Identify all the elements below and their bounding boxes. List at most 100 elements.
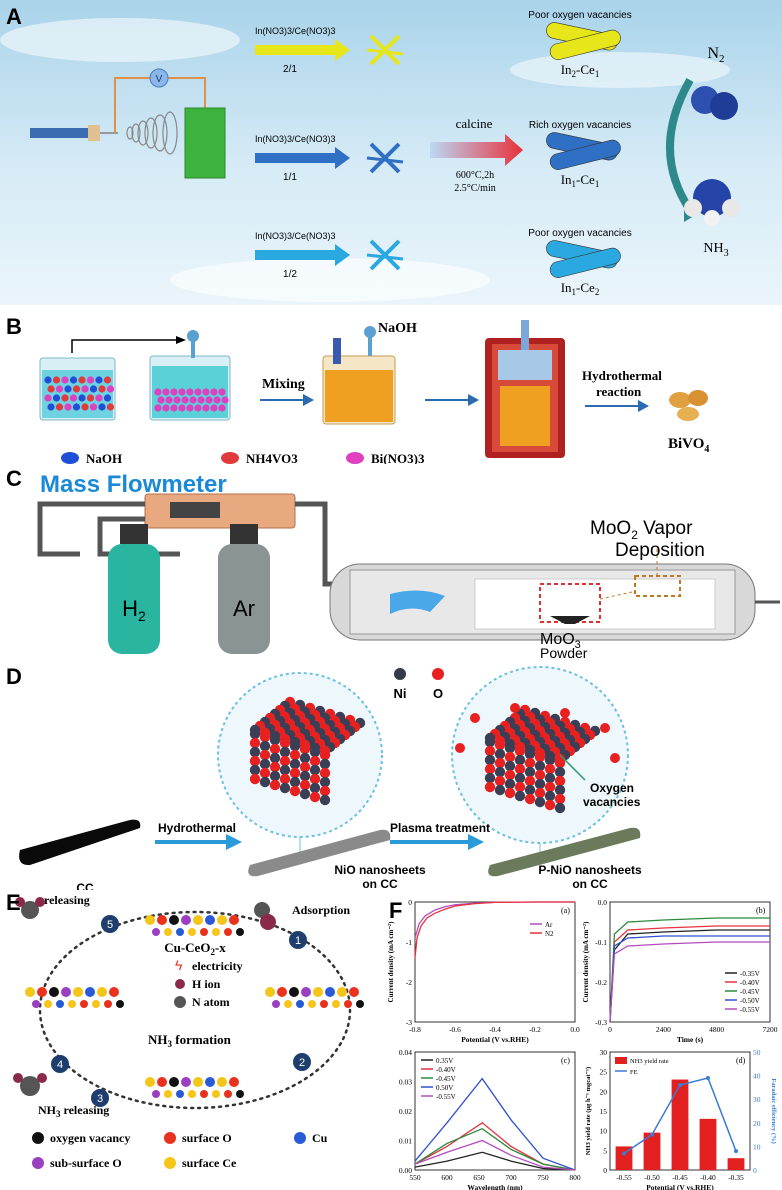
step-badge <box>101 915 119 933</box>
lattice-atom <box>534 751 546 763</box>
oxygen-vacancies-label-1: Oxygen <box>590 781 634 795</box>
subplot-tag: (c) <box>561 1056 570 1065</box>
panel-b: Mixing NaOH Hydrothermal reaction BiV <box>0 308 782 464</box>
ion-dot <box>44 376 52 384</box>
moo3-label: MoO3 <box>540 631 581 651</box>
ion-dot <box>170 404 178 412</box>
lattice-atom <box>494 784 506 796</box>
lattice-atom <box>544 790 556 802</box>
lattice-atom <box>504 769 516 781</box>
legend-label: Ar <box>545 921 553 929</box>
bar <box>671 1079 689 1170</box>
lattice-atom <box>205 1077 215 1087</box>
panel-label-e: E <box>6 892 21 915</box>
oxygen-vacancy-title: Poor oxygen vacancies <box>528 228 631 239</box>
nh3-releasing-label: NH3 releasing <box>38 1103 109 1119</box>
y-tick-label: 15 <box>600 1107 608 1116</box>
x-tick-label: 2400 <box>656 1025 671 1034</box>
series-line <box>414 1151 576 1171</box>
fe-point <box>678 1083 682 1087</box>
voltage-source-icon <box>149 68 169 88</box>
lattice-atom <box>524 757 536 769</box>
cc-label: CC <box>76 881 94 890</box>
legend-label: oxygen vacancy <box>50 1131 130 1145</box>
ion-dot <box>173 396 181 404</box>
x-axis-label: Potential (V vs.RHE) <box>646 1183 714 1190</box>
ion-dot <box>218 388 226 396</box>
ar-cylinder-icon <box>218 524 270 654</box>
lattice-atom <box>181 1077 191 1087</box>
lattice-atom <box>259 776 271 788</box>
lattice-atom <box>97 987 107 997</box>
ion-dot <box>218 404 226 412</box>
legend-label: NH3 yield rate <box>630 1058 669 1065</box>
lattice-atom <box>249 773 261 785</box>
lattice-atom <box>349 987 359 997</box>
plot-frame <box>609 901 771 1023</box>
ion-dot <box>47 385 55 393</box>
ion-dot <box>72 385 81 393</box>
legend-marker <box>164 1157 176 1169</box>
collector-plate <box>184 107 226 179</box>
pnio-label-1: P-NiO nanosheets <box>538 863 642 877</box>
lattice-atom <box>524 775 536 787</box>
panel-e-figure: Cu-CeO2-x ϟ electricity H ion N atom NH3… <box>13 893 364 1170</box>
lattice-atom <box>200 1090 208 1098</box>
x-tick-label: 650 <box>473 1173 485 1182</box>
surface-lattices <box>25 915 364 1098</box>
lattice-atom <box>504 787 516 799</box>
lattice-atom <box>494 739 506 751</box>
ion-dot <box>69 394 78 402</box>
ion-dot <box>78 394 86 402</box>
y-tick-label: -0.3 <box>595 1018 607 1027</box>
lattice-atom <box>319 776 331 788</box>
lattice-atom <box>554 802 566 814</box>
lattice-atom <box>524 784 536 796</box>
lattice-atom <box>544 781 556 793</box>
lattice-atom <box>249 755 261 767</box>
lattice-atom <box>554 766 566 778</box>
ion-dot <box>202 388 210 396</box>
to-autoclave-arrow <box>468 394 479 406</box>
bar <box>615 1146 633 1170</box>
lattice-atom <box>299 761 311 773</box>
ion-dot <box>52 376 61 384</box>
released-oxygen-atom <box>470 713 480 723</box>
h-ion-icon <box>175 979 185 989</box>
lattice-atom <box>484 754 496 766</box>
lattice-atom <box>116 1000 124 1008</box>
lattice-atom <box>504 742 516 754</box>
panel-c: Mass Flowmeter H2 Ar <box>0 464 782 660</box>
lattice-atom <box>188 1090 196 1098</box>
releasing-label: releasing <box>44 893 90 907</box>
electricity-label: electricity <box>192 959 243 973</box>
legend-label: surface Ce <box>182 1156 237 1170</box>
panel-e: Cu-CeO2-x ϟ electricity H ion N atom NH3… <box>0 892 395 1190</box>
legend-label: NaOH <box>86 451 122 464</box>
ion-dot <box>72 403 81 411</box>
lattice-atom <box>212 1090 220 1098</box>
panel-d: Ni O Oxygen vacancies CC Hydrothermal Ni… <box>0 660 782 890</box>
step-badge <box>293 1053 311 1071</box>
lattice-atom <box>284 1000 292 1008</box>
lattice-atom <box>169 915 179 925</box>
lattice-atom <box>152 928 160 936</box>
plot-frame <box>414 901 576 1023</box>
lattice-atom <box>279 737 291 749</box>
lattice-atom <box>504 751 516 763</box>
lattice-atom <box>309 773 321 785</box>
lattice-atom <box>299 743 311 755</box>
o-legend-label: O <box>433 686 443 701</box>
lattice-atom <box>484 781 496 793</box>
legend-label: 0.50V <box>436 1084 453 1092</box>
lattice-atom <box>279 755 291 767</box>
x-tick-label: 800 <box>569 1173 581 1182</box>
ion-dot <box>103 394 112 402</box>
o-legend-dot <box>432 668 444 680</box>
lattice-atom <box>224 928 232 936</box>
lattice-atom <box>289 758 301 770</box>
released-oxygen-atom <box>560 708 570 718</box>
fiber-mark <box>369 34 401 66</box>
